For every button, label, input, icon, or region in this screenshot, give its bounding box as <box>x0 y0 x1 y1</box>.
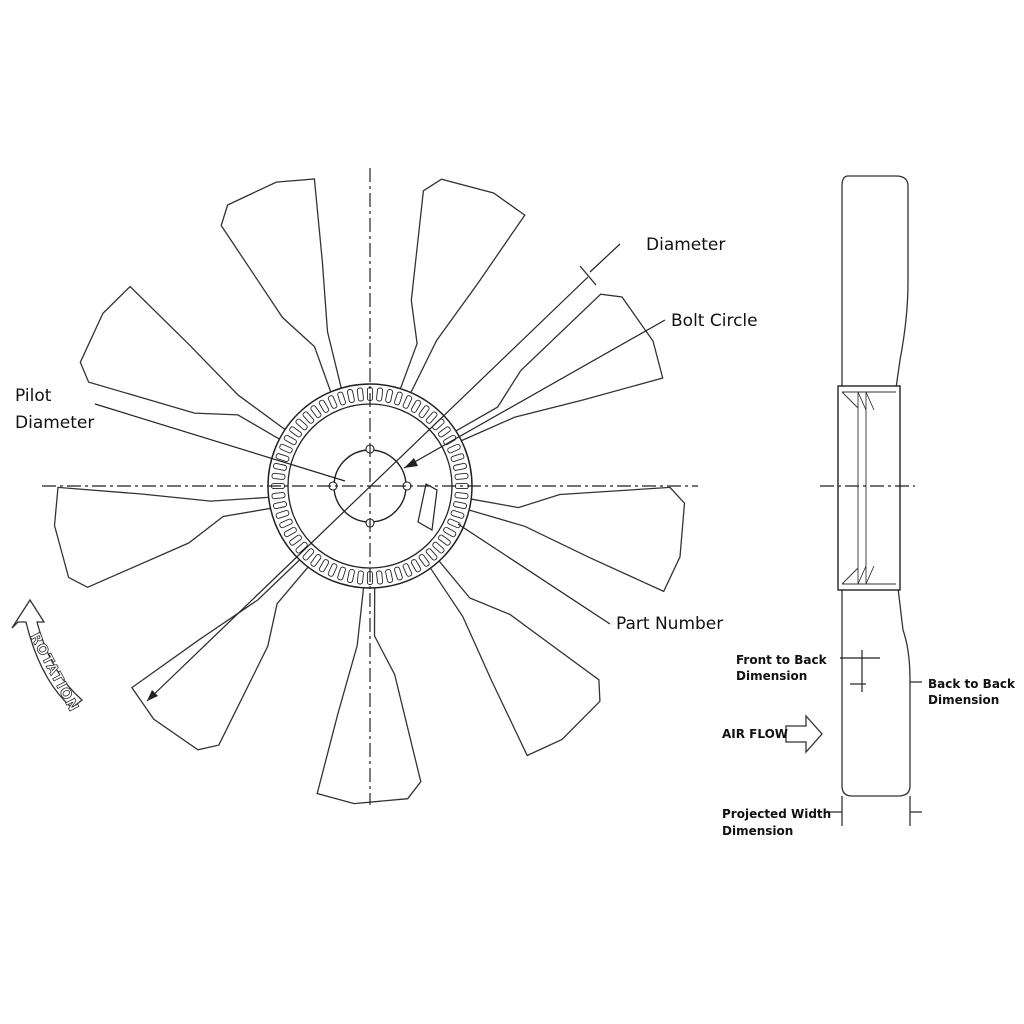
side-hub-bottom-chamfer <box>841 565 875 585</box>
hub-slot <box>410 399 422 413</box>
back-to-back-label-line1: Back to Back <box>928 677 1016 691</box>
fan-blade <box>220 178 344 400</box>
bolt-circle-arrow <box>404 458 418 468</box>
side-blade-bottom <box>841 587 911 797</box>
hub-slot <box>275 453 290 462</box>
hub-slot <box>356 570 364 585</box>
hub-slot <box>337 566 346 581</box>
fan-blade <box>448 293 664 445</box>
hub-slot <box>271 492 286 500</box>
hub-slot <box>454 492 469 500</box>
hub-slot <box>450 510 465 519</box>
hub-slot <box>327 563 338 577</box>
hub-slot <box>302 411 315 424</box>
hub-slot <box>356 387 364 402</box>
hub-slot <box>273 462 287 471</box>
hub-slot <box>402 563 413 577</box>
hub-slot <box>438 426 451 438</box>
hub-slot <box>283 526 297 538</box>
fan-blade <box>316 580 422 805</box>
hub-slot <box>318 559 330 573</box>
hub-slot <box>376 570 384 585</box>
bolt-circle-label: Bolt Circle <box>671 311 758 331</box>
diameter-label: Diameter <box>646 235 725 255</box>
hub-slot <box>402 395 413 409</box>
fan-blade <box>461 486 686 593</box>
hub-slot <box>394 391 403 406</box>
fan-blades <box>53 178 686 805</box>
part-number-leader <box>457 523 611 625</box>
diameter-arrow <box>147 690 158 701</box>
hub-slot <box>450 453 465 462</box>
pilot-diameter-leader <box>94 403 346 482</box>
diameter-dimension-line <box>146 276 589 702</box>
hub-slot <box>447 518 461 529</box>
part-number-plate <box>417 483 438 531</box>
diameter-leader <box>589 243 621 273</box>
projected-width-label-line1: Projected Width <box>722 807 831 821</box>
rotation-arrow-icon <box>11 598 84 709</box>
hub-slot <box>327 395 338 409</box>
hub-slot <box>346 569 355 583</box>
hub-slot <box>273 501 287 510</box>
hub-slot <box>289 534 302 546</box>
hub-slot <box>443 526 457 538</box>
hub-slot <box>376 387 384 402</box>
hub-slot <box>271 472 286 480</box>
hub-slot <box>295 418 308 431</box>
projected-width-label-line2: Dimension <box>722 824 793 838</box>
side-hub <box>837 385 901 591</box>
hub-slot <box>385 389 394 403</box>
side-hub-top-chamfer <box>841 391 875 411</box>
fan-blade <box>53 486 279 589</box>
hub-slot <box>385 569 394 583</box>
hub-slot <box>337 391 346 406</box>
hub-slot <box>447 443 461 454</box>
hub-slot <box>453 501 467 510</box>
hub-slot <box>454 472 469 480</box>
hub-slot <box>394 566 403 581</box>
hub-slot <box>279 518 293 529</box>
hub-slot <box>425 548 438 561</box>
hub-slot <box>410 559 422 573</box>
hub-slot <box>295 541 308 554</box>
hub-slot <box>432 541 445 554</box>
fan-blade <box>397 178 526 400</box>
front-to-back-label-line2: Dimension <box>736 669 807 683</box>
rotation-label: ROTATION <box>26 630 81 715</box>
fan-blade <box>79 285 292 444</box>
hub-slot <box>279 443 293 454</box>
hub-slot <box>302 548 315 561</box>
diameter-tick <box>579 265 597 286</box>
hub-slot <box>346 389 355 403</box>
pilot-label-line1: Pilot <box>15 386 52 406</box>
back-to-back-label-line2: Dimension <box>928 693 999 707</box>
hub-slot <box>425 411 438 424</box>
hub-slot <box>418 554 430 567</box>
bolt-circle-leader <box>403 319 666 469</box>
hub-slot <box>310 405 322 418</box>
hub-slot <box>289 426 302 438</box>
fan-blade <box>425 554 601 757</box>
hub-slot <box>418 405 430 418</box>
hub-ventilation-slots <box>271 387 469 585</box>
hub-slot <box>310 554 322 567</box>
hub-slot <box>438 534 451 546</box>
hub-slot <box>283 434 297 446</box>
front-to-back-label-line1: Front to Back <box>736 653 828 667</box>
hub-slot <box>318 399 330 413</box>
side-blade-top <box>841 175 909 389</box>
hub-slot <box>443 434 457 446</box>
air-flow-arrow-icon <box>785 714 823 754</box>
part-number-label: Part Number <box>616 614 723 634</box>
hub-slot <box>275 510 290 519</box>
pilot-label-line2: Diameter <box>15 413 94 433</box>
air-flow-label: AIR FLOW <box>722 727 788 741</box>
fan-blade <box>131 554 314 751</box>
hub-slot <box>453 462 467 471</box>
